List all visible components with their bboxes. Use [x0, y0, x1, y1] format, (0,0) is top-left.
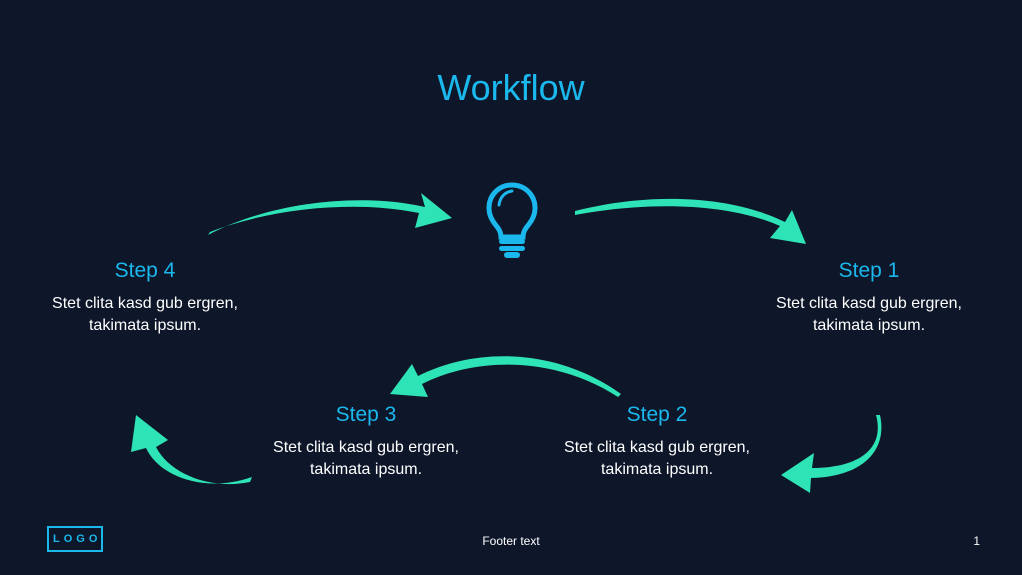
step-3: Step 3 Stet clita kasd gub ergren, takim… [246, 401, 486, 481]
step-1: Step 1 Stet clita kasd gub ergren, takim… [749, 257, 989, 337]
page-number: 1 [973, 534, 980, 548]
step-4: Step 4 Stet clita kasd gub ergren, takim… [25, 257, 265, 337]
step-2-description: Stet clita kasd gub ergren, takimata ips… [564, 439, 750, 478]
slide-title: Workflow [437, 67, 585, 108]
step-4-title: Step 4 [114, 259, 176, 282]
step-2-title: Step 2 [626, 403, 688, 426]
footer-text: Footer text [482, 534, 540, 548]
step-3-description: Stet clita kasd gub ergren, takimata ips… [273, 439, 459, 478]
step-1-description: Stet clita kasd gub ergren, takimata ips… [776, 295, 962, 334]
arrow-step3-to-step4 [131, 415, 252, 485]
arrow-step1-to-step2 [781, 415, 882, 493]
step-3-title: Step 3 [335, 403, 397, 426]
lightbulb-icon [486, 182, 538, 258]
step-2: Step 2 Stet clita kasd gub ergren, takim… [537, 401, 777, 481]
step-1-title: Step 1 [838, 259, 900, 282]
arrow-step2-to-step3 [390, 356, 621, 397]
logo: LOGO [47, 526, 103, 552]
arrow-step4-to-idea [208, 193, 452, 235]
arrow-idea-to-step1 [575, 198, 806, 244]
step-4-description: Stet clita kasd gub ergren, takimata ips… [52, 295, 238, 334]
